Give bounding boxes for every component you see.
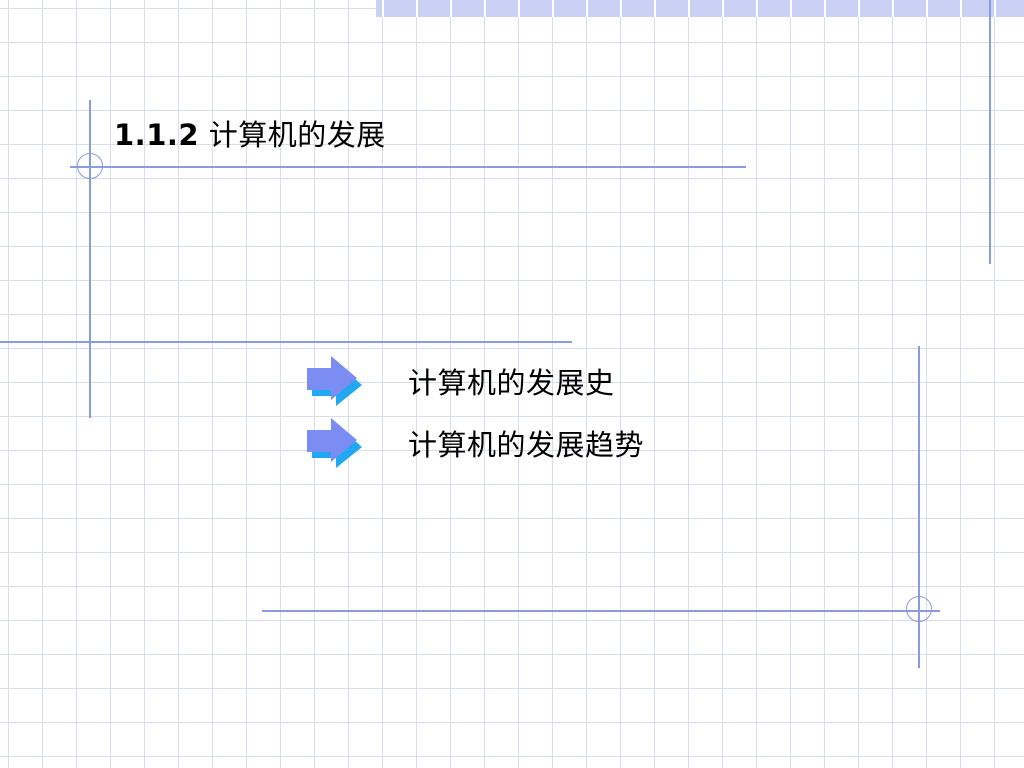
right-circle-mark: [906, 596, 932, 622]
bottom-horizontal-line: [262, 610, 940, 612]
top-right-vertical-line: [989, 0, 991, 264]
top-decorative-band: [376, 0, 1024, 17]
left-circle-mark: [77, 153, 103, 179]
slide-title-text: 计算机的发展: [208, 118, 386, 152]
left-vertical-line: [89, 100, 91, 418]
slide-title: 1.1.2 计算机的发展: [114, 112, 386, 154]
right-vertical-line: [918, 346, 920, 668]
list-item-history[interactable]: 计算机的发展史: [304, 356, 614, 406]
list-item-label: 计算机的发展趋势: [408, 428, 645, 462]
title-underline: [70, 166, 746, 168]
arrow-right-icon: [307, 356, 362, 406]
middle-horizontal-line: [0, 341, 572, 343]
list-item-label: 计算机的发展史: [408, 366, 615, 400]
list-item-trend[interactable]: 计算机的发展趋势: [304, 418, 644, 468]
arrow-right-icon: [307, 418, 362, 468]
slide-title-number: 1.1.2: [114, 118, 200, 152]
